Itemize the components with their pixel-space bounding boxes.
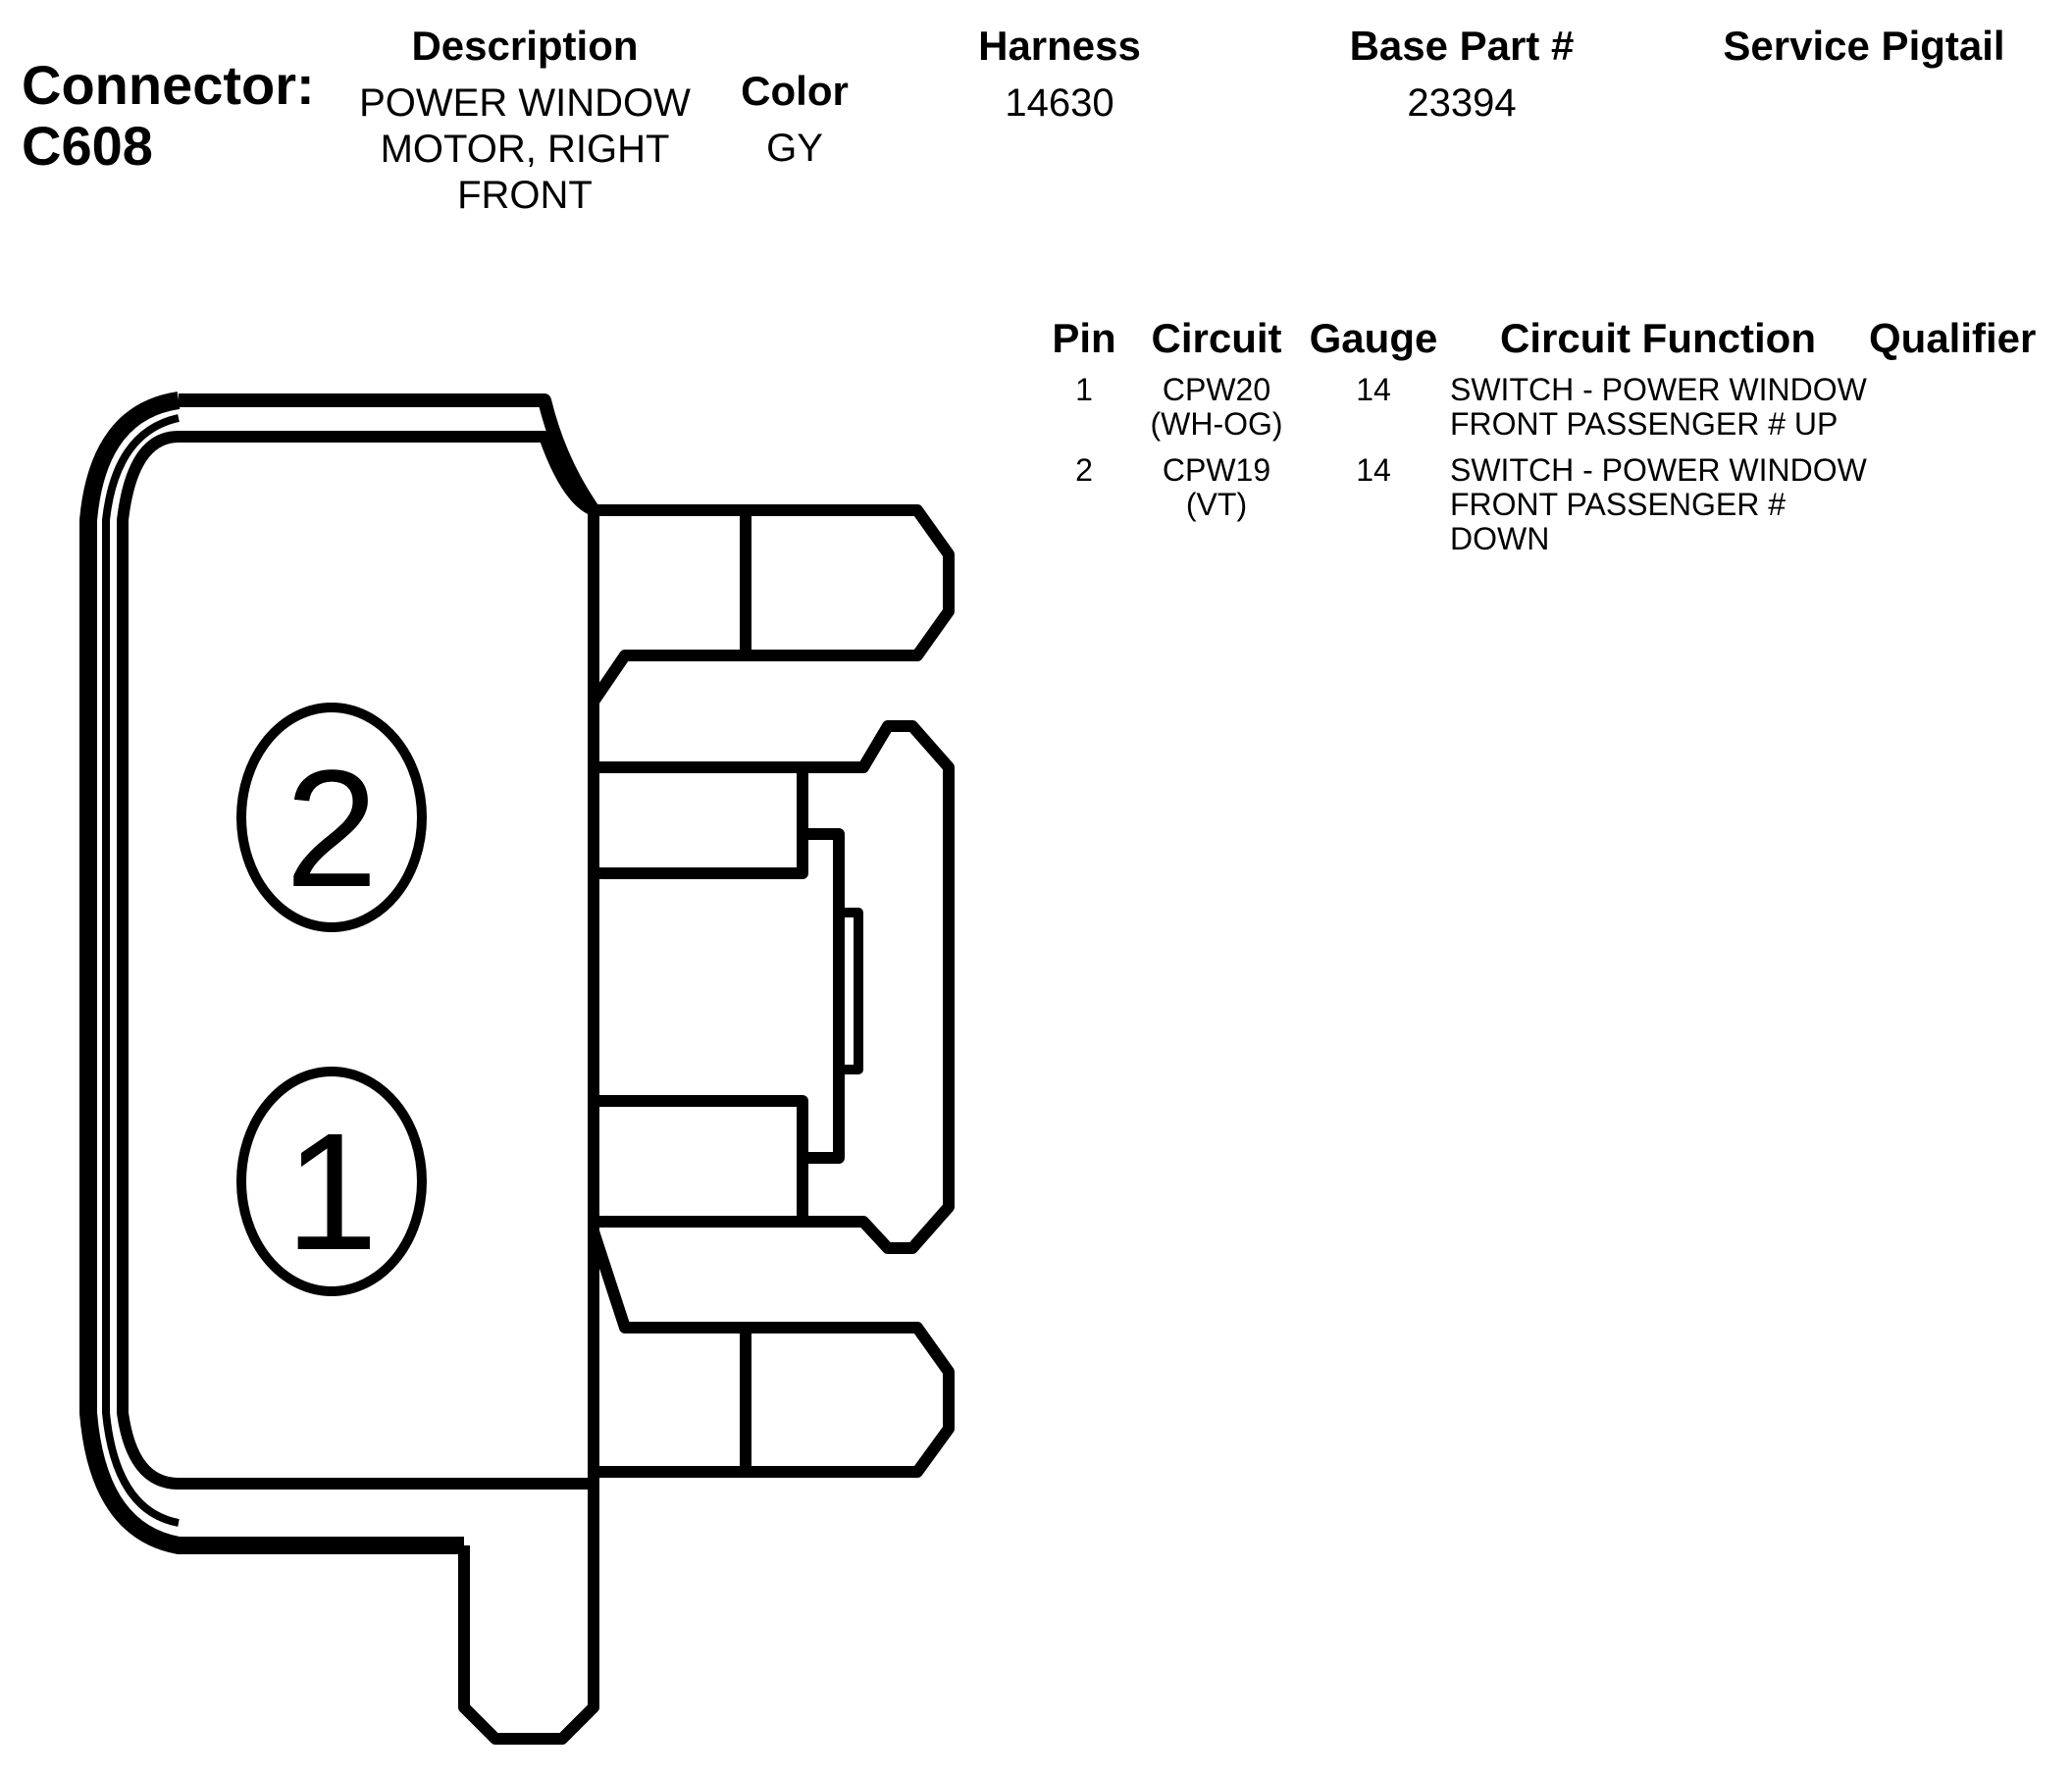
base-part-header: Base Part #	[1349, 23, 1575, 69]
description-line: MOTOR, RIGHT	[380, 128, 670, 171]
pin-1-circle	[236, 1067, 427, 1296]
column-header-qualifier: Qualifier	[1869, 315, 2037, 361]
description-line: FRONT	[457, 174, 593, 217]
circuit-code: CPW20	[1162, 372, 1271, 407]
bottom-tab	[458, 1484, 599, 1745]
function-line: SWITCH - POWER WINDOW	[1450, 372, 1867, 407]
function-line: FRONT PASSENGER #	[1450, 487, 1786, 522]
connector-shell-left	[79, 392, 464, 1554]
connector-face-diagram: 2 1	[79, 392, 955, 1745]
harness-value: 14630	[1005, 81, 1114, 125]
description-header: Description	[411, 23, 639, 69]
function-line: FRONT PASSENGER # UP	[1450, 406, 1839, 442]
circuit-color: (WH-OG)	[1150, 406, 1283, 442]
connector-label: Connector:	[22, 54, 315, 116]
circuit-code: CPW19	[1162, 452, 1271, 488]
service-pigtail-header: Service Pigtail	[1723, 23, 2005, 69]
pin-2-circle	[236, 703, 427, 932]
pin-1-label: 1	[285, 1099, 379, 1285]
table-cell-function: SWITCH - POWER WINDOW FRONT PASSENGER # …	[1450, 453, 1901, 556]
description-value: POWER WINDOW MOTOR, RIGHT FRONT	[334, 80, 716, 219]
column-header-gauge: Gauge	[1309, 315, 1438, 361]
base-part-value: 23394	[1407, 81, 1517, 125]
table-cell-pin: 2	[1075, 452, 1093, 488]
connector-body-outline	[117, 431, 599, 1490]
color-header: Color	[741, 68, 849, 114]
table-cell-gauge: 14	[1356, 372, 1391, 407]
table-cell-function: SWITCH - POWER WINDOW FRONT PASSENGER # …	[1450, 373, 1901, 442]
description-line: POWER WINDOW	[359, 81, 691, 125]
function-line: SWITCH - POWER WINDOW	[1450, 452, 1867, 488]
upper-latch	[589, 504, 955, 706]
connector-shell-edge	[179, 393, 599, 515]
table-cell-circuit: CPW19 (VT)	[1128, 453, 1305, 522]
table-cell-gauge: 14	[1356, 452, 1391, 488]
column-header-circuit-function: Circuit Function	[1500, 315, 1816, 361]
pin-2-label: 2	[285, 736, 379, 922]
column-header-circuit: Circuit	[1151, 315, 1282, 361]
connector-number: C608	[22, 115, 153, 177]
center-key	[594, 720, 955, 1254]
table-cell-circuit: CPW20 (WH-OG)	[1128, 373, 1305, 442]
color-value: GY	[766, 127, 823, 170]
circuit-color: (VT)	[1185, 487, 1248, 522]
harness-header: Harness	[978, 23, 1141, 69]
column-header-pin: Pin	[1052, 315, 1116, 361]
lower-latch	[588, 1229, 955, 1478]
connector-id: Connector: C608	[22, 55, 315, 177]
table-cell-pin: 1	[1075, 372, 1093, 407]
function-line: DOWN	[1450, 521, 1550, 556]
